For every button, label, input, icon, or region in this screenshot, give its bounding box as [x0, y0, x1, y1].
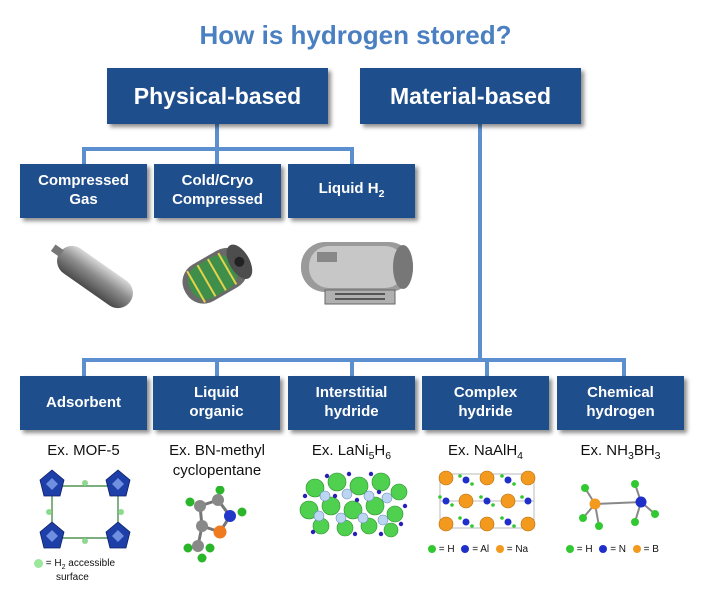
naalh4-legend: = H = Al = Na [428, 544, 558, 555]
liquid-organic-label-line2: organic [189, 403, 244, 420]
naalh4-legend-h: = H [438, 544, 455, 555]
interstitial-hydride-box: Interstitial hydride [288, 376, 415, 430]
liquid-h2-tank-image [301, 242, 413, 305]
mof5-legend-text-c: accessible [65, 558, 115, 569]
naalh4-legend-na: = Na [506, 544, 529, 555]
mof5-legend-text-d: surface [56, 572, 89, 584]
compressed-gas-box: Compressed Gas [20, 164, 147, 218]
example-bn-line2: cyclopentane [172, 461, 262, 479]
al-swatch-icon [461, 545, 470, 554]
mof5-legend-swatch [34, 558, 43, 568]
naalh4-legend-al: = Al [472, 544, 490, 555]
nh3bh3-legend: = H = N = B [566, 544, 696, 555]
connector-physical-child-1 [82, 147, 86, 165]
example-lani-text-a: Ex. LaNi [311, 442, 369, 459]
cold-cryo-label-line2: Compressed [172, 191, 263, 208]
cold-cryo-label-line1: Cold/Cryo [181, 172, 254, 190]
connector-physical-child-3 [350, 147, 354, 165]
liquid-organic-box: Liquid organic [153, 376, 280, 430]
chemical-label-line1: Chemical [587, 384, 654, 402]
mof5-legend-text-a: = H [45, 558, 62, 569]
h-swatch-icon [566, 545, 574, 554]
example-bh3-text: BH [633, 442, 655, 459]
connector-material-down [478, 124, 482, 360]
complex-label-line2: hydride [458, 403, 513, 420]
example-nh3-text: Ex. NH [580, 442, 628, 459]
example-bn-line1: Ex. BN-methyl [169, 442, 265, 459]
example-naalh4: Ex. NaAlH4 [422, 441, 549, 464]
b-swatch-icon [632, 545, 641, 554]
interstitial-label-line2: hydride [324, 403, 379, 420]
connector-material-child-2 [215, 358, 219, 376]
adsorbent-label: Adsorbent [46, 393, 121, 411]
example-lani-sub-6: 6 [385, 450, 392, 462]
chemical-hydrogen-box: Chemical hydrogen [557, 376, 684, 430]
lani5h6-structure-image [299, 471, 408, 538]
connector-material-child-1 [82, 358, 86, 376]
liquid-h2-label: Liquid H [318, 180, 379, 198]
example-naalh-sub-4: 4 [517, 450, 524, 462]
nh3bh3-legend-b: = B [643, 544, 659, 555]
example-lani5h6: Ex. LaNi5H6 [288, 441, 415, 464]
chemical-label-line2: hydrogen [586, 403, 655, 420]
interstitial-label-line1: Interstitial [315, 384, 388, 402]
mof5-legend-sub: 2 [61, 564, 66, 571]
liquid-h2-subscript: 2 [378, 188, 385, 201]
h-swatch-icon [428, 545, 436, 554]
example-nh3bh3: Ex. NH3BH3 [557, 441, 684, 464]
cold-cryo-compressed-box: Cold/Cryo Compressed [154, 164, 281, 218]
complex-hydride-box: Complex hydride [422, 376, 549, 430]
physical-based-label: Physical-based [133, 82, 302, 109]
example-nh3-sub: 3 [627, 450, 634, 462]
naalh4-structure-image [438, 470, 536, 532]
connector-material-child-3 [350, 358, 354, 376]
nh3bh3-legend-n: = N [610, 544, 627, 555]
n-swatch-icon [599, 545, 608, 554]
mof5-legend: = H2 accessible surface [34, 558, 144, 584]
connector-material-child-4 [485, 358, 489, 376]
cryo-compressed-tank-image [182, 244, 253, 304]
example-naalh-text: Ex. NaAlH [447, 442, 518, 459]
connector-material-child-5 [622, 358, 626, 376]
liquid-organic-label-line1: Liquid [194, 384, 239, 402]
na-swatch-icon [495, 545, 504, 554]
diagram-title: How is hydrogen stored? [199, 20, 512, 50]
bn-methylcyclopentane-image [183, 486, 247, 563]
mof5-structure-image [39, 469, 131, 549]
liquid-h2-box: Liquid H2 [288, 164, 415, 218]
example-lani-text-h: H [374, 442, 386, 459]
material-based-box: Material-based [360, 68, 581, 124]
compressed-gas-label-line2: Gas [69, 191, 98, 208]
example-bh3-sub: 3 [654, 450, 661, 462]
nh3bh3-legend-h: = H [576, 544, 593, 555]
connector-material-horizontal [82, 358, 626, 362]
material-based-label: Material-based [389, 82, 552, 109]
compressed-gas-tank-image [50, 244, 133, 309]
nh3bh3-structure-image [579, 480, 659, 530]
connector-physical-down [215, 124, 219, 149]
adsorbent-box: Adsorbent [20, 376, 147, 430]
example-bn-methyl: Ex. BN-methyl cyclopentane [150, 441, 284, 480]
example-lani-sub-5: 5 [368, 450, 375, 462]
example-mof5: Ex. MOF-5 [47, 442, 120, 459]
physical-based-box: Physical-based [107, 68, 328, 124]
complex-label-line1: Complex [453, 384, 518, 402]
compressed-gas-label-line1: Compressed [38, 172, 129, 190]
connector-physical-child-2 [215, 147, 219, 165]
